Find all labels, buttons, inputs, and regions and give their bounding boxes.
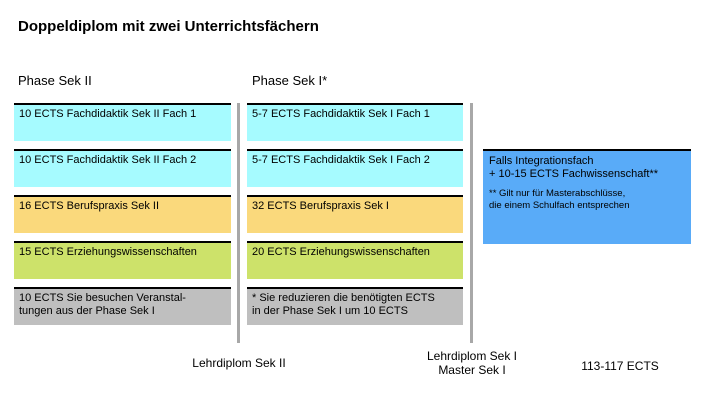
page-title: Doppeldiplom mit zwei Unterrichtsfächern — [18, 18, 319, 35]
column-header-phase-sek1: Phase Sek I* — [252, 73, 328, 88]
total-ects-label: 113-117 ECTS — [581, 359, 659, 373]
footer-label-lehrdiplom-sek1: Lehrdiplom Sek I Master Sek I — [426, 349, 518, 377]
integration-note-title: Falls Integrationsfach + 10-15 ECTS Fach… — [489, 155, 659, 180]
integration-note-footnote: ** Gilt nur für Masterabschlüsse, die ei… — [489, 188, 630, 211]
ects-box: 16 ECTS Berufspraxis Sek II — [14, 195, 231, 233]
ects-box: 5-7 ECTS Fachdidaktik Sek I Fach 2 — [247, 149, 463, 187]
footer-label-lehrdiplom-sek2: Lehrdiplom Sek II — [192, 356, 286, 370]
ects-box: * Sie reduzieren die benötigten ECTS in … — [247, 287, 463, 325]
integration-note-box: Falls Integrationsfach + 10-15 ECTS Fach… — [483, 149, 691, 244]
ects-box: 10 ECTS Fachdidaktik Sek II Fach 1 — [14, 103, 231, 141]
divider-bar-sek1 — [470, 103, 473, 343]
divider-bar-sek2 — [237, 103, 240, 343]
column-phase-sek2: 10 ECTS Fachdidaktik Sek II Fach 1 10 EC… — [14, 103, 231, 333]
ects-box: 10 ECTS Fachdidaktik Sek II Fach 2 — [14, 149, 231, 187]
column-header-phase-sek2: Phase Sek II — [18, 73, 92, 88]
ects-box: 32 ECTS Berufspraxis Sek I — [247, 195, 463, 233]
ects-box: 20 ECTS Erziehungswissenschaften — [247, 241, 463, 279]
ects-box: 10 ECTS Sie besuchen Veranstal- tungen a… — [14, 287, 231, 325]
ects-box: 15 ECTS Erziehungswissenschaften — [14, 241, 231, 279]
ects-box: 5-7 ECTS Fachdidaktik Sek I Fach 1 — [247, 103, 463, 141]
column-phase-sek1: 5-7 ECTS Fachdidaktik Sek I Fach 1 5-7 E… — [247, 103, 463, 333]
